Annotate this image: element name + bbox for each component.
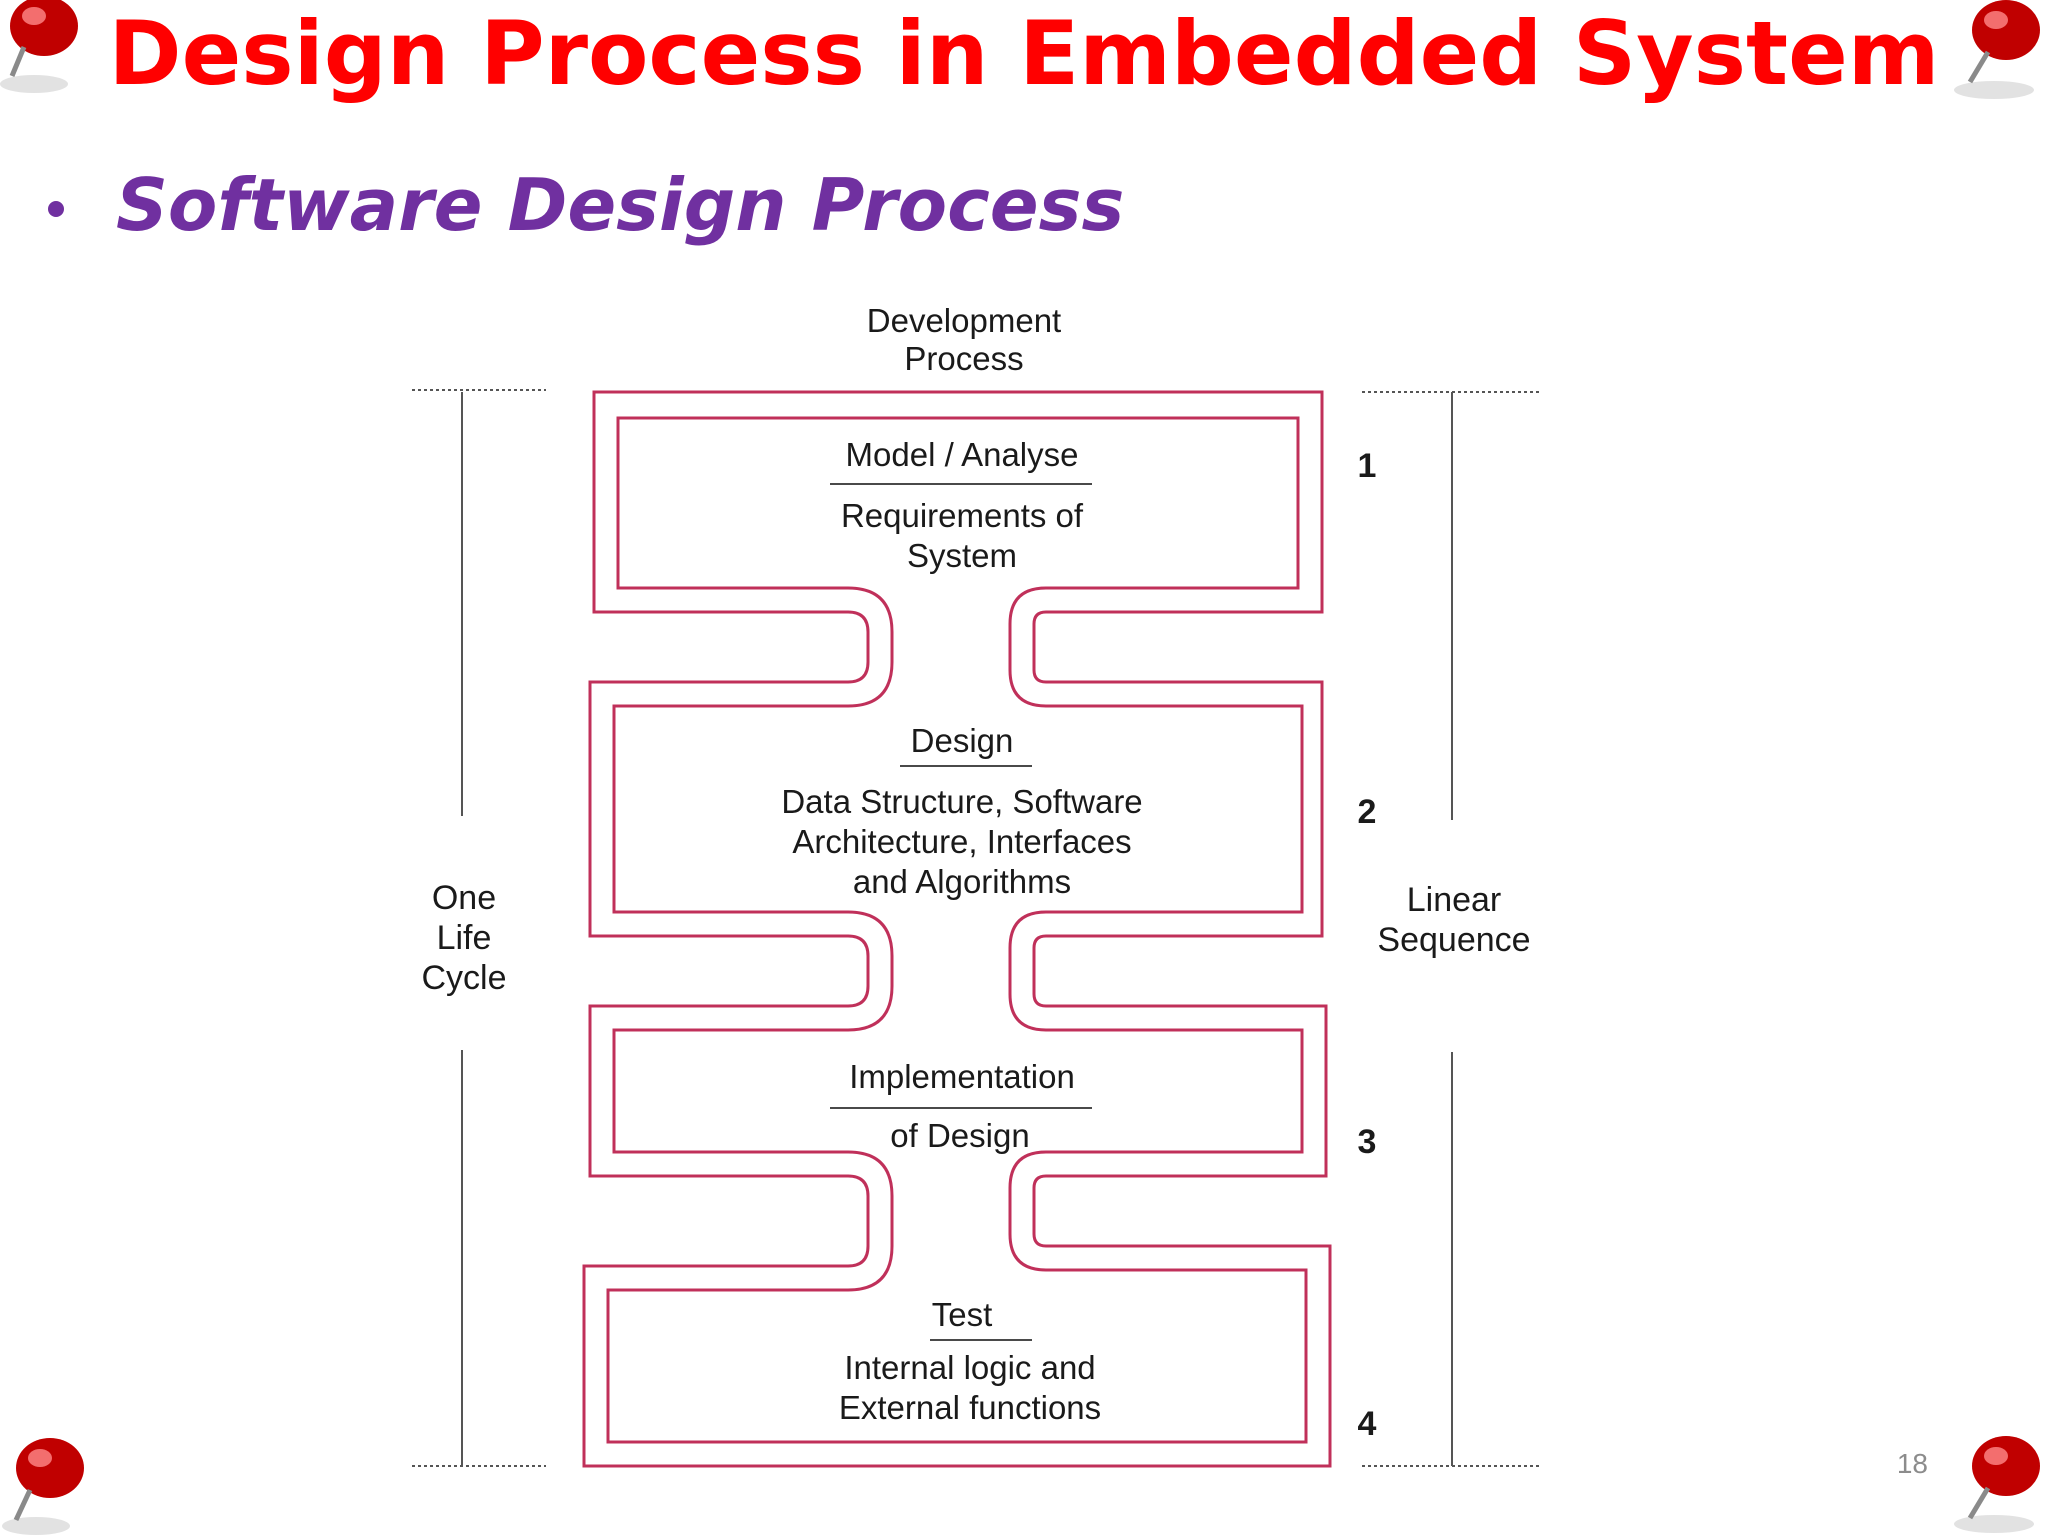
outer-outline [582,390,1332,1468]
stage-4-desc-line1: Internal logic and [844,1349,1096,1386]
stage-1-desc-line2: System [906,537,1018,574]
stage-2-desc-line1: Data Structure, Software [781,783,1143,820]
stage-2-desc-line2: Architecture, Interfaces [792,823,1132,860]
stage-1-number: 1 [1357,447,1377,485]
bullet-dot-icon [48,201,64,217]
bullet-text: Software Design Process [116,163,1125,247]
inner-outline [606,416,1308,1444]
bullet-item: Software Design Process [48,160,1124,250]
slide-title: Design Process in Embedded System [108,2,1940,105]
stage-3-desc-line1: of Design [890,1117,1030,1154]
push-pin-icon [1940,0,2048,104]
one-life-cycle-label: One Life Cycle [421,878,506,998]
stage-2-number: 2 [1357,793,1377,831]
left-label-line2: Life [436,919,492,957]
right-label-line2: Sequence [1377,921,1531,959]
stage-2-heading: Design [910,722,1014,759]
right-label-line1: Linear [1406,881,1502,919]
development-process-label: Development Process [867,302,1061,378]
linear-sequence-label: Linear Sequence [1377,880,1530,960]
stage-2-description: Data Structure, Software Architecture, I… [781,782,1142,902]
left-label-line3: Cycle [421,959,507,997]
stage-4-desc-line2: External functions [838,1389,1102,1426]
stage-1-description: Requirements of System [841,496,1083,576]
push-pin-icon [0,1428,106,1538]
top-label-line1: Development [866,302,1062,339]
stage-3-heading: Implementation [849,1058,1075,1095]
top-label-line2: Process [904,340,1024,377]
stage-4-number: 4 [1357,1405,1377,1443]
stage-2-desc-line3: and Algorithms [852,863,1072,900]
stage-3-number: 3 [1357,1123,1377,1161]
push-pin-icon [1940,1424,2048,1534]
page-number: 18 [1896,1448,1928,1479]
stage-4-heading: Test [931,1296,993,1333]
left-label-line1: One [431,879,497,917]
stage-1-desc-line1: Requirements of [840,497,1084,534]
stage-4-description: Internal logic and External functions [839,1348,1101,1428]
stage-3-description: of Design [890,1116,1029,1156]
push-pin-icon [0,0,104,102]
stage-1-heading: Model / Analyse [845,436,1079,473]
